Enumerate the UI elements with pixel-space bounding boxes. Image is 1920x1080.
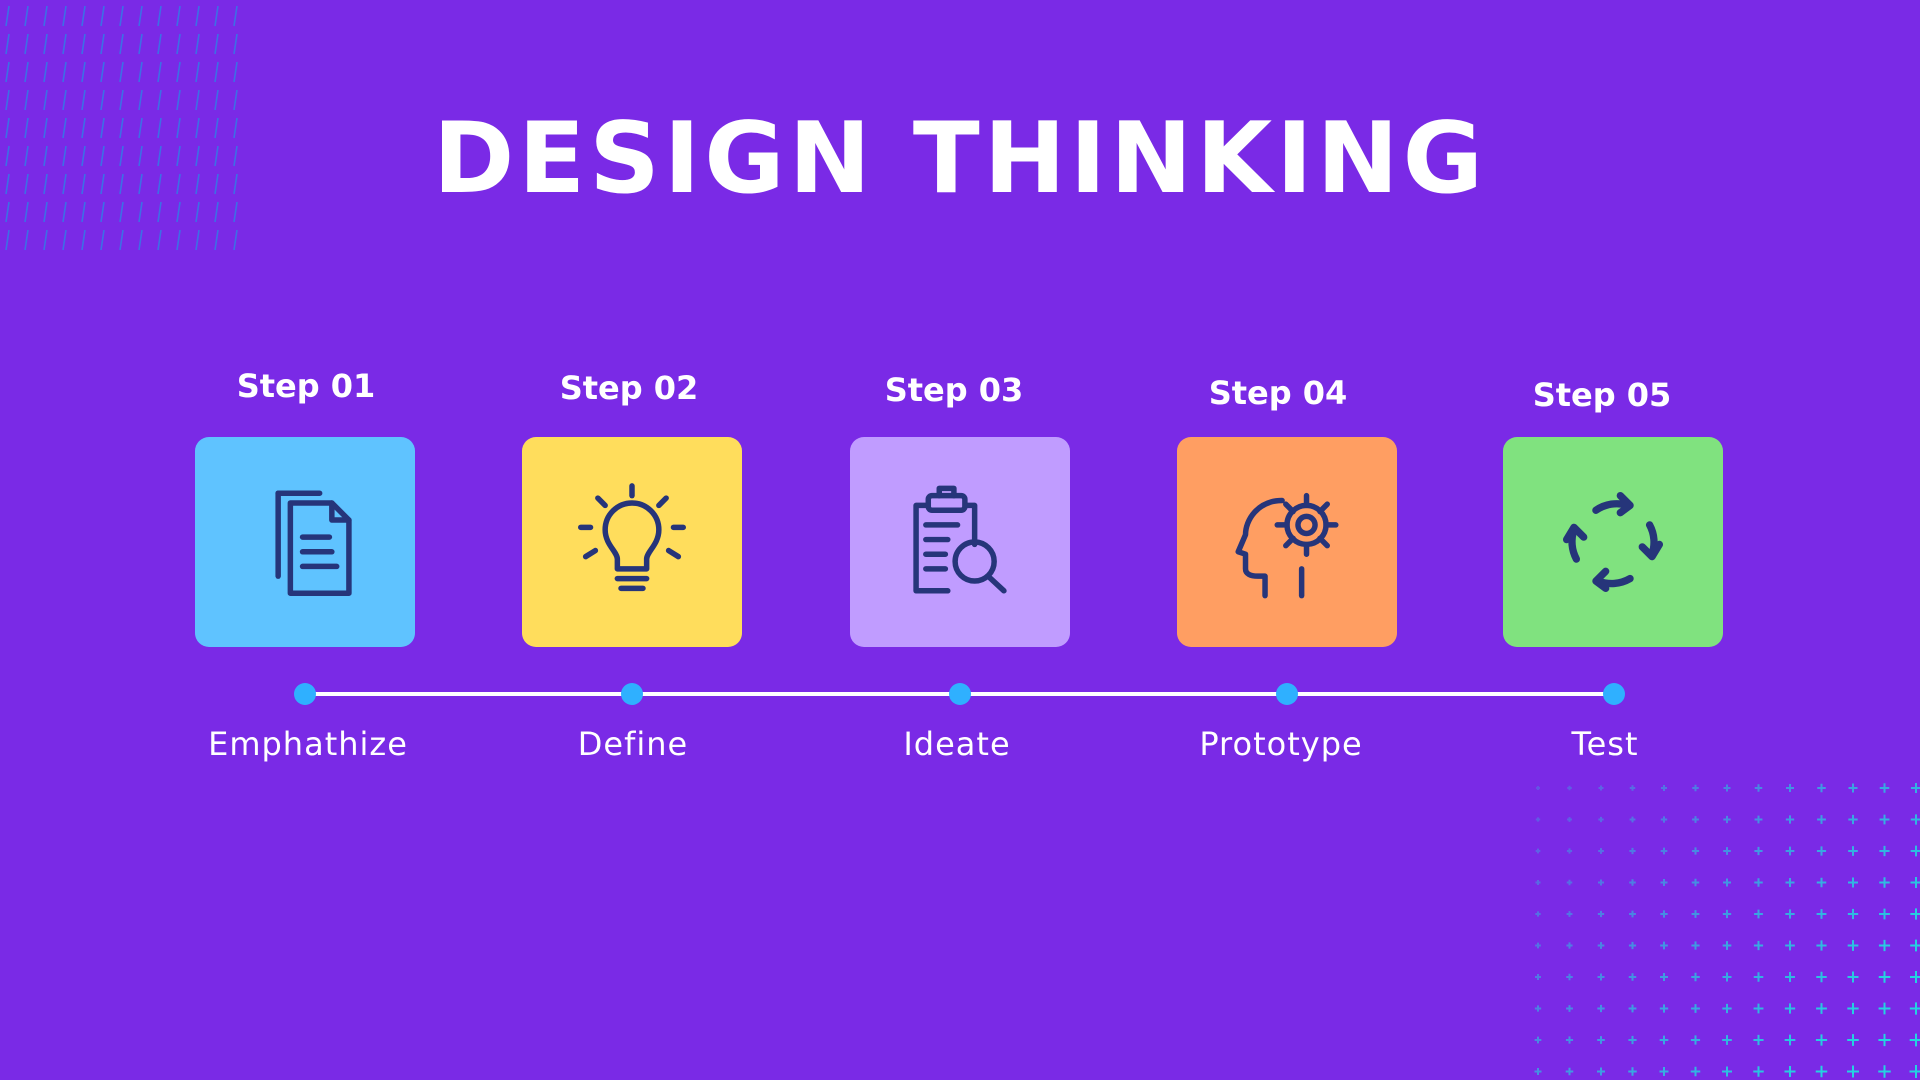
step-label-03: Step 03 [884,371,1024,409]
phase-label-emphathize: Emphathize [208,725,408,763]
step-card-prototype [1177,437,1397,647]
head-gear-icon [1235,492,1339,599]
cycle-arrows-icon [1562,491,1664,593]
lightbulb-icon [578,483,686,592]
step-label-05: Step 05 [1532,376,1672,414]
timeline-dot-01 [294,683,316,705]
phase-label-define: Define [577,725,689,763]
step-label-04: Step 04 [1208,374,1348,412]
phase-label-test: Test [1571,725,1639,763]
page-title: DESIGN THINKING [432,102,1488,216]
phase-label-ideate: Ideate [903,725,1011,763]
decorative-streak-pattern [5,5,238,251]
clipboard-search-icon [913,485,1007,594]
step-label-02: Step 02 [559,369,699,407]
timeline-dot-02 [621,683,643,705]
step-label-01: Step 01 [236,367,376,405]
documents-icon [275,490,352,596]
timeline-dot-05 [1603,683,1625,705]
step-card-define [522,437,742,647]
timeline-dot-03 [949,683,971,705]
phase-label-prototype: Prototype [1199,725,1363,763]
decorative-plus-pattern [1534,783,1920,1078]
step-card-ideate [850,437,1070,647]
step-card-emphathize [195,437,415,647]
timeline-dot-04 [1276,683,1298,705]
step-card-test [1503,437,1723,647]
